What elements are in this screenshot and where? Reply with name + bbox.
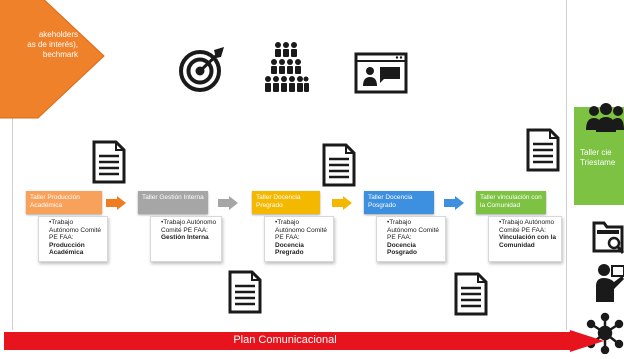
phase-header-label: Taller Producción Académica (30, 194, 80, 209)
presentation-screen-icon (354, 52, 408, 94)
green-box-line: Taller cie (580, 148, 612, 157)
arrow-text-line: akeholders (38, 30, 78, 39)
document-icon (454, 272, 488, 316)
phase-box-vinculacion: •Trabajo Autónomo Comité PE FAA: Vincula… (488, 216, 562, 262)
document-icon (228, 270, 262, 314)
document-icon (526, 128, 560, 172)
document-icon (92, 140, 126, 184)
phase-box-posgrado: •Trabajo Autónomo Comité PE FAA: Docenci… (376, 216, 446, 262)
target-icon (179, 47, 224, 92)
flow-arrow (218, 196, 238, 210)
left-divider (12, 0, 13, 330)
phase-item-text: •Trabajo Autónomo Comité PE FAA: (387, 219, 440, 241)
phase-box-pregrado: •Trabajo Autónomo Comité PE FAA: Docenci… (264, 216, 334, 262)
phase-item-bold: Gestión Interna (161, 234, 209, 241)
phase-box-produccion: •Trabajo Autónomo Comité PE FAA: Producc… (38, 216, 108, 262)
phase-header-label: Taller Docencia Pregrado (256, 194, 301, 209)
phase-item-text: •Trabajo Autónomo Comité PE FAA: (161, 219, 217, 234)
phase-header-vinculacion: Taller vinculación con la Comunidad (476, 191, 546, 214)
green-box-line: Triestame (580, 158, 616, 167)
phase-item-text: •Trabajo Autónomo Comité PE FAA: (49, 219, 102, 241)
flow-arrow (444, 196, 464, 210)
group-icon (586, 103, 624, 132)
phase-item-bold: Producción Académica (49, 241, 85, 257)
phase-header-produccion: Taller Producción Académica (26, 191, 102, 214)
folder-search-icon (592, 221, 624, 254)
document-icon (322, 143, 356, 187)
phase-item-bold: Docencia Posgrado (387, 241, 417, 257)
plan-comunicacional-label: Plan Comunicacional (233, 334, 337, 346)
right-divider (566, 0, 567, 330)
flow-arrow (106, 196, 126, 210)
phase-item-text: •Trabajo Autónomo Comité PE FAA: (499, 219, 555, 234)
plan-comunicacional-arrow (4, 330, 604, 352)
phase-header-pregrado: Taller Docencia Pregrado (252, 191, 320, 214)
stakeholders-arrow (0, 0, 105, 119)
phase-item-text: •Trabajo Autónomo Comité PE FAA: (275, 219, 328, 241)
phase-item-bold: Vinculación con la Comunidad (499, 234, 556, 249)
org-people-icon (265, 42, 309, 92)
phase-box-gestion: •Trabajo Autónomo Comité PE FAA: Gestión… (150, 216, 222, 262)
phase-header-label: Taller vinculación con la Comunidad (480, 194, 542, 209)
arrow-text-line: bechmark (42, 50, 78, 59)
presenter-icon (596, 264, 624, 302)
phase-item-bold: Docencia Pregrado (275, 241, 304, 257)
stakeholders-arrow-text: akeholders as de interés), bechmark (0, 30, 78, 60)
green-box-text: Taller cie Triestame (580, 148, 624, 168)
phase-header-label: Taller Docencia Posgrado (368, 194, 413, 209)
phase-header-posgrado: Taller Docencia Posgrado (364, 191, 434, 214)
arrow-text-line: as de interés), (27, 40, 78, 49)
flow-arrow (332, 196, 352, 210)
phase-header-gestion: Taller Gestión Interna (138, 191, 208, 214)
phase-header-label: Taller Gestión Interna (142, 194, 204, 201)
